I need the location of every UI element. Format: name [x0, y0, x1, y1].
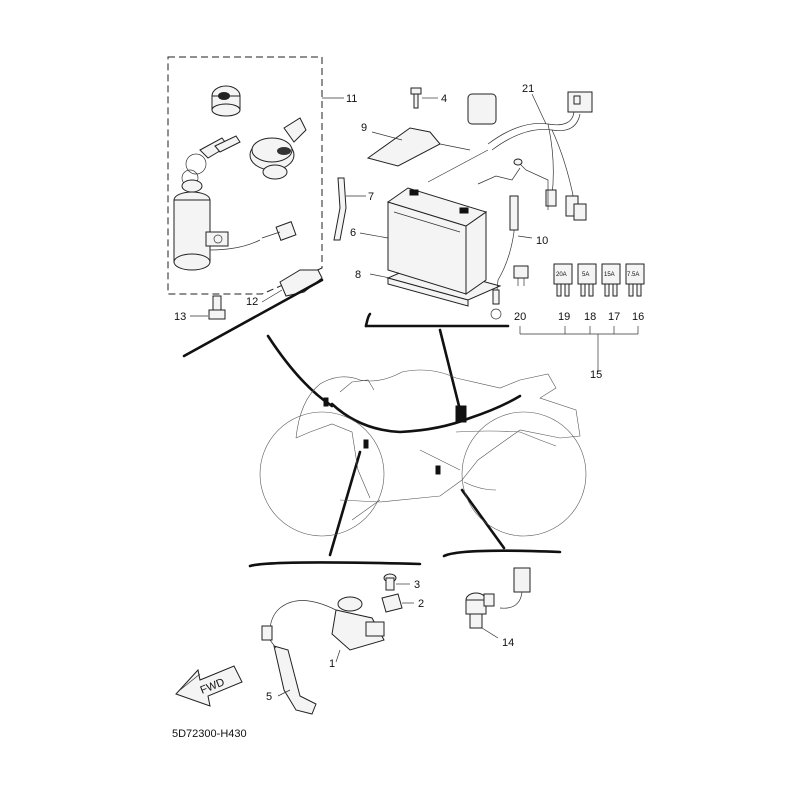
callout-8: 8 — [355, 269, 361, 281]
battery-band — [366, 127, 471, 167]
fuse-rating-15a: 15A — [604, 272, 615, 278]
callout-12: 12 — [246, 296, 258, 308]
callout-20: 20 — [514, 311, 526, 323]
callout-5: 5 — [266, 691, 272, 703]
callout-11: 11 — [346, 93, 357, 105]
negative-lead — [490, 195, 533, 320]
fwd-arrow: FWD — [175, 665, 243, 707]
breather-hose — [333, 177, 366, 241]
relay-cover — [467, 93, 497, 125]
motorcycle-outline — [259, 369, 587, 537]
fuse-rating-7-5a: 7.5A — [627, 272, 639, 278]
fuse-group: 20A 5A 15A 7.5A 20 19 18 17 1 — [513, 263, 645, 372]
key-blank — [261, 269, 323, 303]
bolt-13 — [190, 295, 226, 320]
battery-group: 4 9 8 6 7 — [333, 87, 548, 320]
callout-13: 13 — [174, 311, 186, 323]
relay-20 — [513, 265, 529, 286]
sensor-body — [465, 592, 495, 629]
callout-7: 7 — [368, 191, 374, 203]
callout-10: 10 — [536, 235, 548, 247]
ignition-coil — [261, 596, 385, 663]
callout-16: 16 — [632, 311, 644, 323]
callout-3: 3 — [414, 579, 420, 591]
battery — [386, 187, 488, 295]
bolt-3 — [383, 573, 410, 591]
nut-2 — [381, 593, 414, 613]
fuse-15a: 15A — [601, 263, 621, 297]
screw-4 — [410, 87, 438, 109]
front-wheel — [259, 411, 385, 537]
callout-17: 17 — [608, 311, 620, 323]
spare-keys — [181, 135, 241, 187]
sensor-group — [465, 567, 531, 639]
fuse-7-5a: 7.5A — [625, 263, 645, 297]
callout-18: 18 — [584, 311, 596, 323]
callout-21: 21 — [522, 83, 534, 95]
callout-14: 14 — [502, 637, 514, 649]
seat-lock-cylinder — [211, 85, 241, 117]
fuse-rating-5a: 5A — [582, 272, 589, 278]
fuse-rating-20a: 20A — [556, 272, 567, 278]
callout-4: 4 — [441, 93, 447, 105]
sensor-wire — [499, 591, 523, 609]
callout-19: 19 — [558, 311, 570, 323]
callout-1: 1 — [329, 658, 335, 670]
main-switch-connector — [261, 221, 297, 241]
switch-location-marker — [323, 397, 329, 407]
sub-wire-harness — [487, 91, 593, 221]
battery-leader-line — [427, 149, 489, 183]
ignition-coil-group: 3 2 1 5 — [261, 573, 424, 715]
sensor-connector — [513, 567, 531, 593]
coil-location-marker — [363, 439, 369, 449]
callout-2: 2 — [418, 598, 424, 610]
main-switch — [173, 179, 261, 271]
callout-6: 6 — [350, 227, 356, 239]
spark-plug-cap — [269, 639, 317, 715]
callout-15: 15 — [590, 369, 602, 381]
sensor-location-marker — [435, 465, 441, 475]
fuse-20a: 20A — [553, 263, 573, 297]
rear-wheel — [461, 411, 587, 537]
fuel-tank-cap — [249, 117, 307, 180]
key-set-group: 11 — [167, 56, 357, 323]
fuse-5a: 5A — [577, 263, 597, 297]
pointer-lines — [182, 278, 562, 568]
battery-location-marker — [455, 405, 467, 423]
callout-9: 9 — [361, 122, 367, 134]
drawing-code: 5D72300-H430 — [172, 728, 247, 740]
battery-lead-wire — [477, 167, 521, 185]
